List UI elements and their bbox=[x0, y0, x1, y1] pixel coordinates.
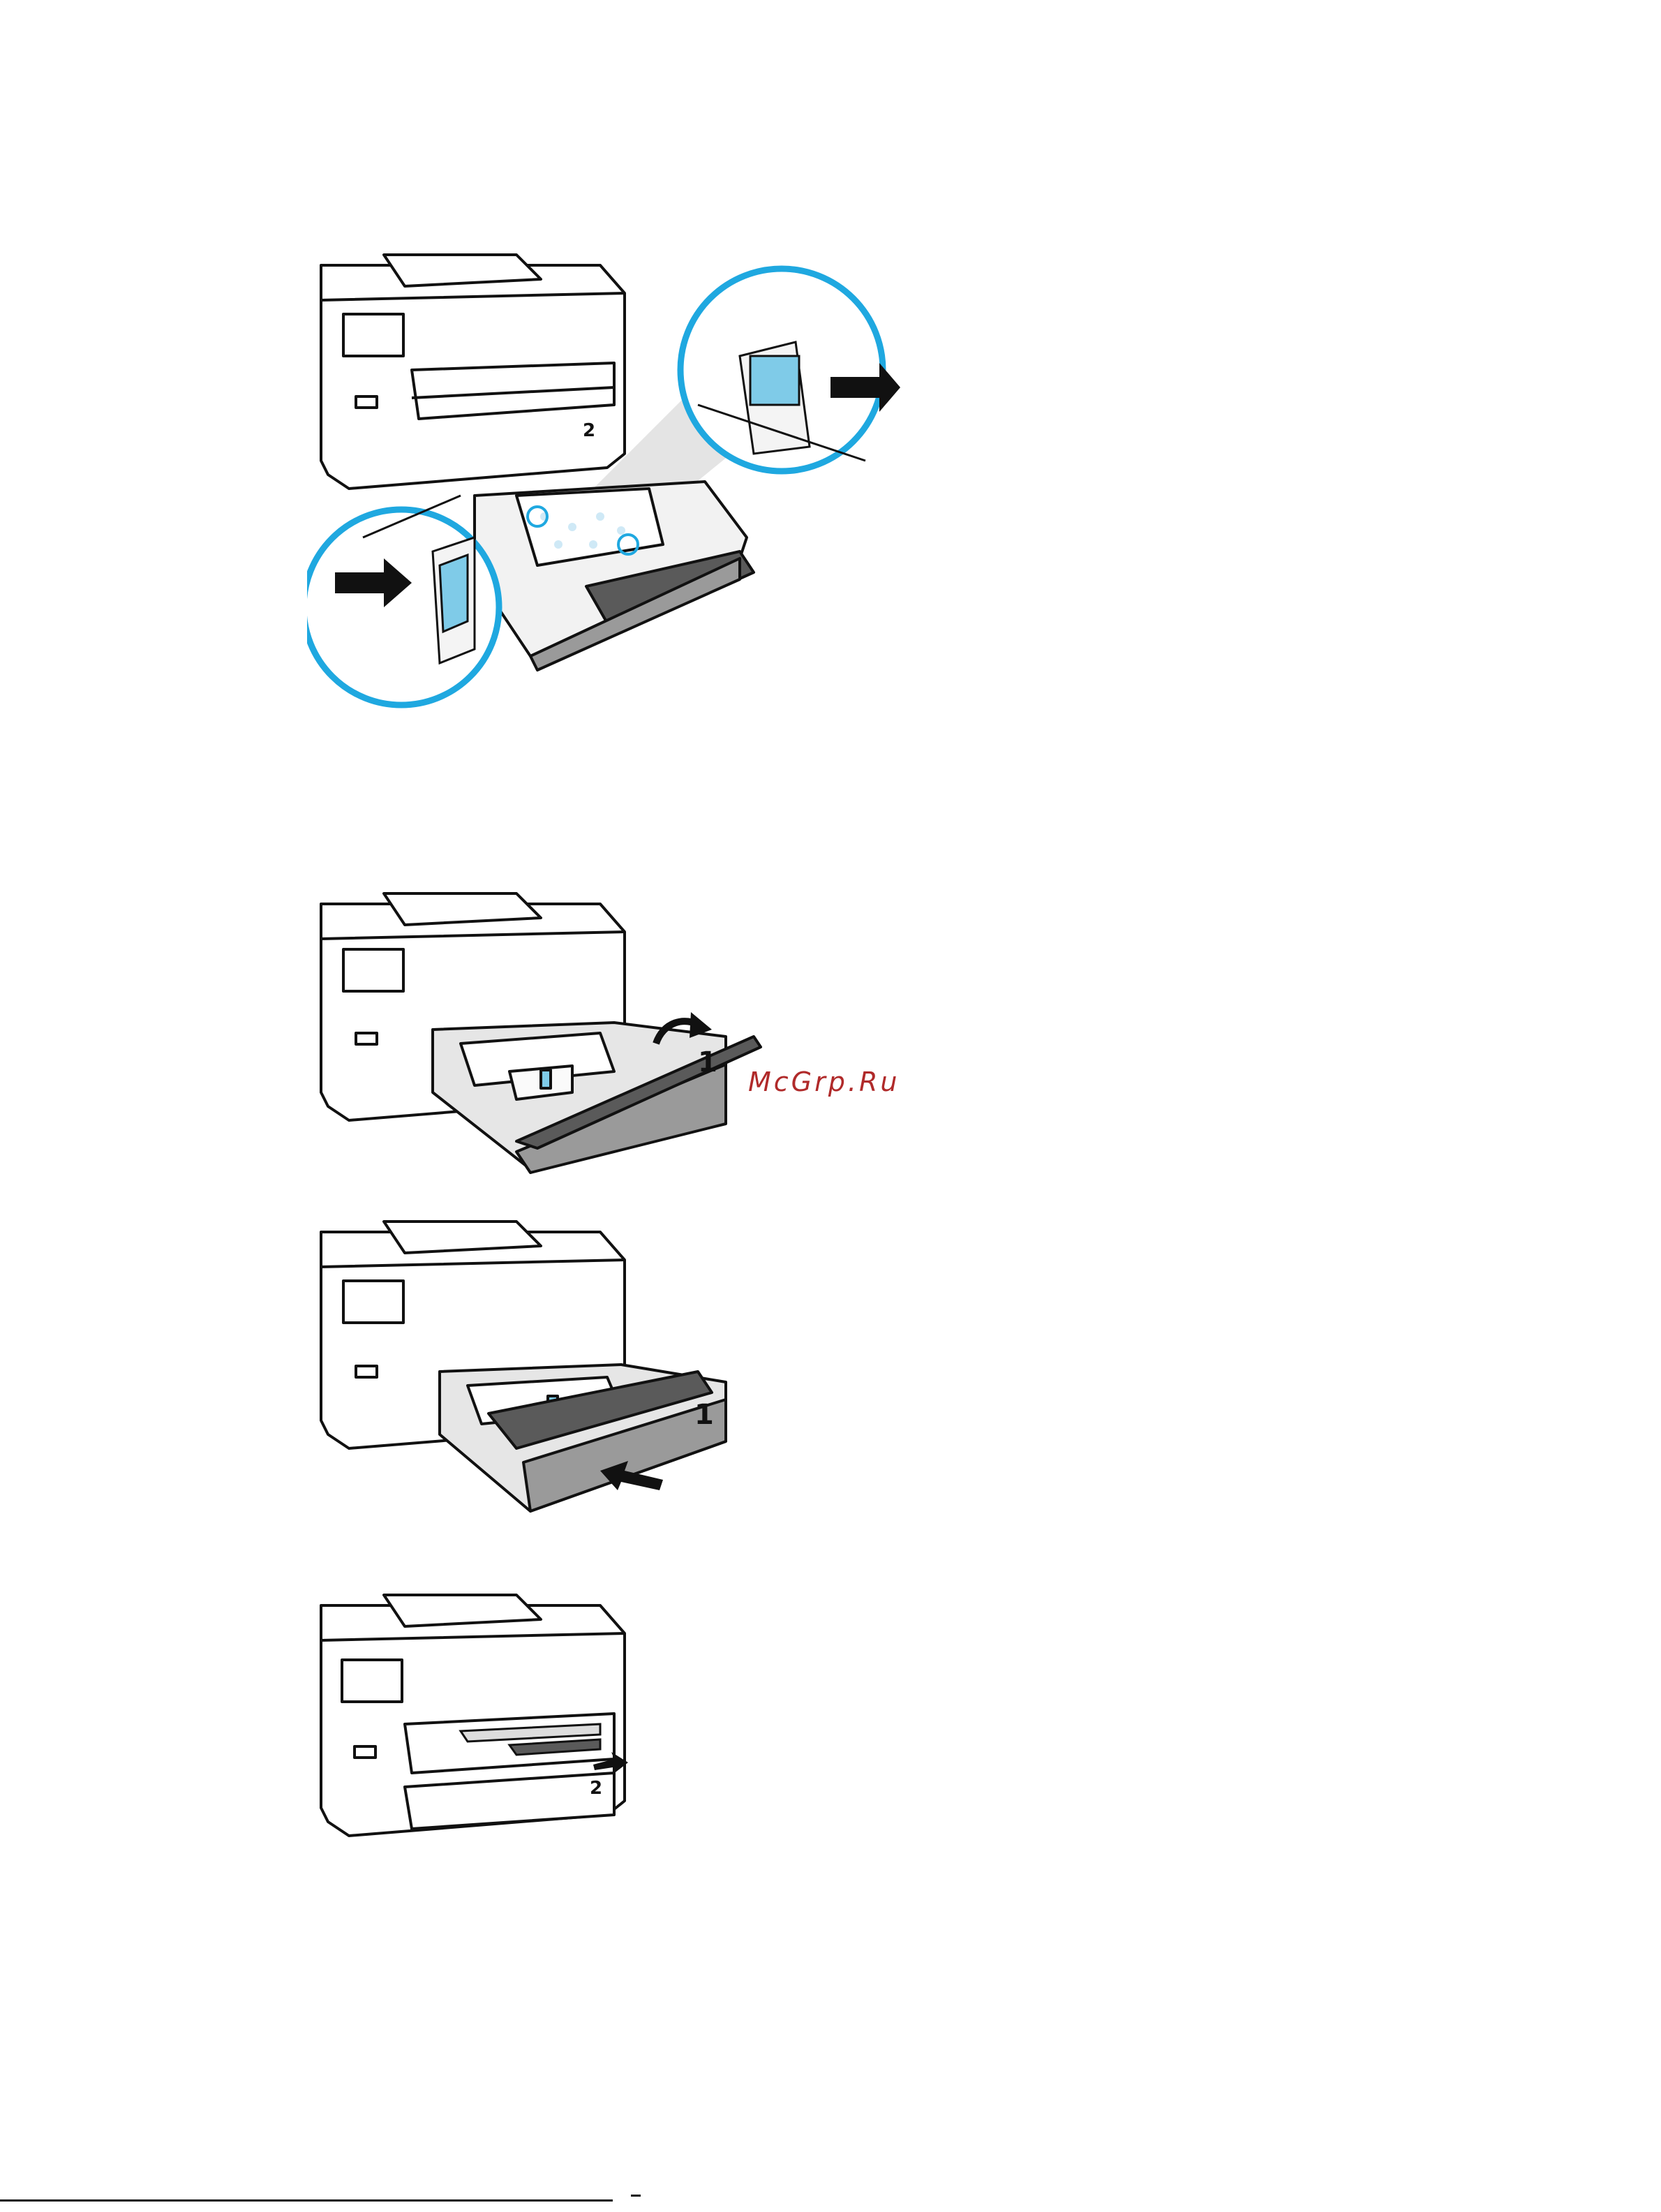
figure-tray-guides: 2 bbox=[307, 244, 900, 719]
figure-output-tray: 2 bbox=[307, 1584, 642, 1850]
tray-number-label: 2 bbox=[583, 420, 595, 441]
tray-number-label: 2 bbox=[590, 1778, 602, 1799]
footer-rule bbox=[0, 2199, 613, 2202]
footer-mark bbox=[631, 2195, 641, 2204]
tray-number-label: 1 bbox=[698, 1046, 717, 1078]
tray-number-label: 1 bbox=[694, 1399, 714, 1431]
figure-tray-insert: 1 bbox=[307, 1211, 754, 1518]
watermark: McGrp.Ru bbox=[748, 1067, 900, 1097]
figure-tray-cover-open: 1 bbox=[307, 883, 782, 1183]
